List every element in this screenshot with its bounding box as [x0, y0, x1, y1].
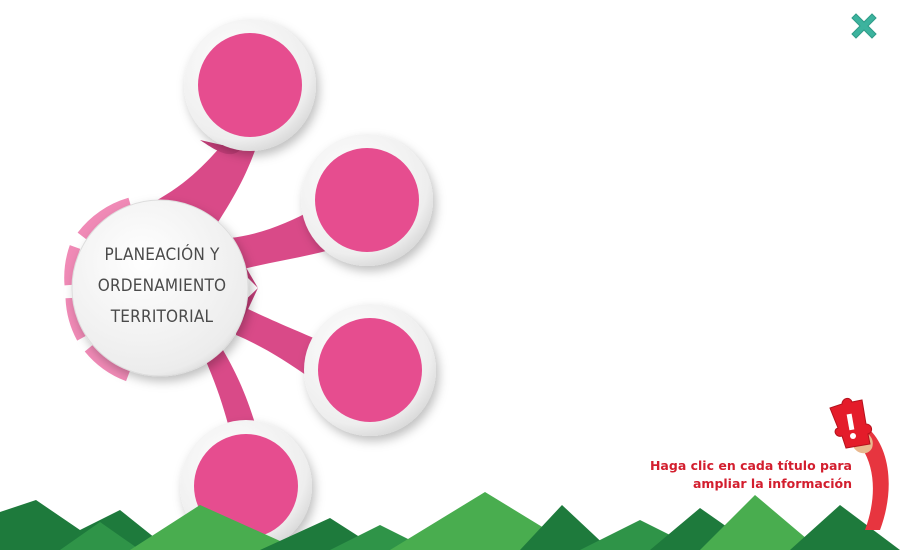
hint-line-2: ampliar la información	[692, 476, 852, 491]
close-button[interactable]	[846, 8, 882, 44]
hint-line-1: Haga clic en cada título para	[649, 458, 852, 473]
mascot-hand-puzzle	[829, 397, 889, 530]
puzzle-exclamation-icon	[829, 397, 873, 449]
node-2[interactable]	[301, 134, 433, 266]
center-outer-arc	[64, 197, 132, 382]
node-1[interactable]	[184, 19, 316, 151]
mountain-range	[0, 492, 900, 550]
hint-text: Haga clic en cada título para ampliar la…	[640, 457, 852, 493]
close-icon	[851, 13, 877, 39]
center-circle[interactable]	[71, 199, 249, 377]
node-3[interactable]	[304, 304, 436, 436]
